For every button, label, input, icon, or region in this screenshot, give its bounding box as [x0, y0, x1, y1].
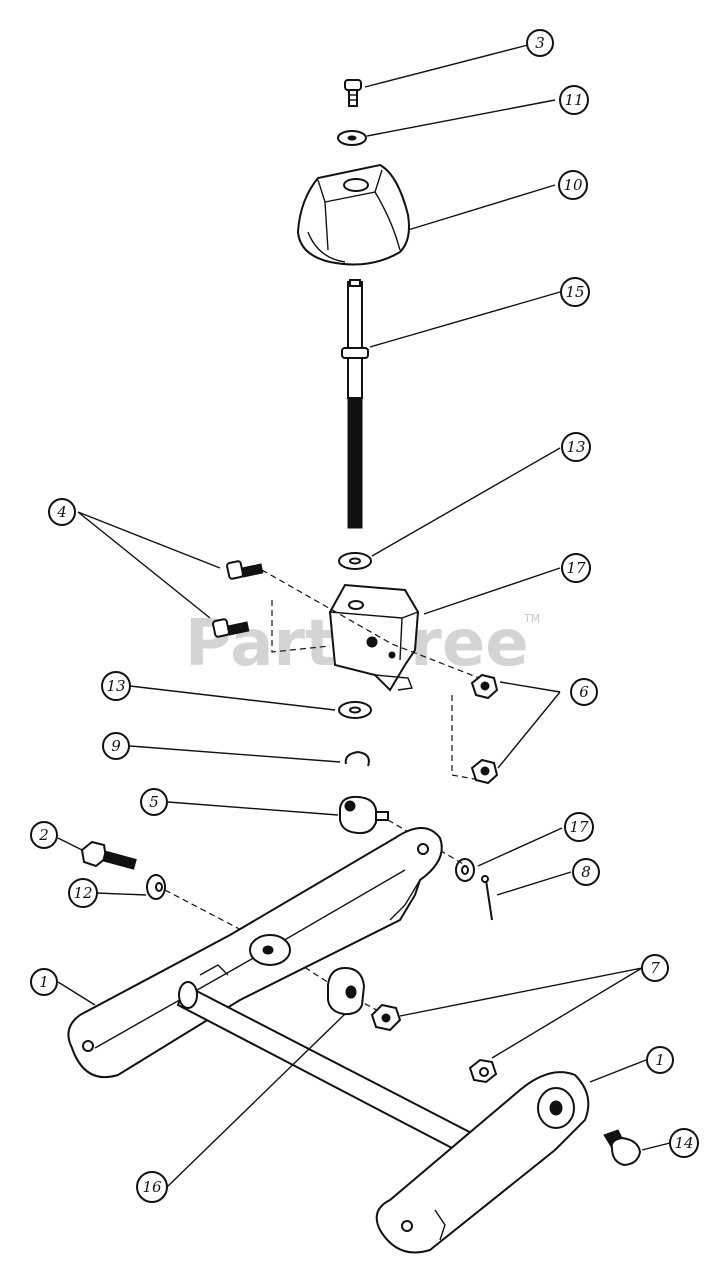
callout-3-label: 3: [535, 34, 545, 52]
part-4-bolts: [212, 560, 264, 638]
callout-1-upper-label: 1: [39, 973, 49, 991]
callout-14: 14: [669, 1128, 699, 1158]
callout-13-lower-label: 13: [106, 677, 125, 695]
callout-13-lower: 13: [101, 671, 131, 701]
part-3-bolt: [344, 79, 362, 107]
part-12-washer: [146, 874, 166, 900]
callout-2: 2: [30, 821, 58, 849]
part-1-lever-lower: [375, 1071, 590, 1254]
callout-10-label: 10: [563, 176, 583, 194]
callout-13-upper: 13: [561, 432, 591, 462]
leader-lines: [57, 44, 671, 1188]
part-2-bolt: [80, 840, 137, 870]
part-7-nuts: [370, 1003, 498, 1084]
callout-6: 6: [570, 678, 598, 706]
callout-1-lower: 1: [646, 1046, 674, 1074]
callout-16-label: 16: [142, 1178, 162, 1196]
part-6-nuts: [470, 673, 499, 785]
callout-15: 15: [560, 277, 590, 307]
part-1-lever-upper: [67, 827, 443, 1079]
callout-14-label: 14: [674, 1134, 693, 1152]
callout-17-upper-label: 17: [566, 559, 586, 577]
callout-9-label: 9: [111, 737, 121, 755]
callout-17-upper: 17: [561, 553, 591, 583]
callout-12-label: 12: [73, 884, 92, 902]
part-9-clip: [344, 750, 370, 767]
callout-15-label: 15: [565, 283, 584, 301]
callout-13-upper-label: 13: [566, 438, 585, 456]
part-15-shaft: [341, 279, 369, 529]
callout-16: 16: [136, 1171, 168, 1203]
callout-7-label: 7: [650, 959, 660, 977]
watermark-trademark: TM: [523, 612, 540, 625]
callout-11-label: 11: [564, 91, 583, 109]
callout-12: 12: [68, 878, 98, 908]
callout-3: 3: [526, 29, 554, 57]
part-5-block: [339, 795, 389, 835]
part-13-washer-lower: [338, 701, 372, 719]
callout-4-label: 4: [56, 503, 67, 521]
callout-17-lower-label: 17: [569, 818, 589, 836]
callout-2-label: 2: [38, 826, 49, 844]
callout-7: 7: [641, 954, 669, 982]
callout-9: 9: [102, 732, 130, 760]
part-11-washer: [337, 130, 367, 146]
callout-1-upper: 1: [30, 968, 58, 996]
part-16-spacer: [327, 966, 366, 1016]
callout-17-lower: 17: [564, 812, 594, 842]
part-8-pin: [481, 875, 493, 921]
part-17-washer-small: [455, 858, 475, 882]
callout-5: 5: [140, 788, 168, 816]
part-14-bolt: [603, 1129, 642, 1167]
part-13-washer-upper: [338, 552, 372, 570]
callout-10: 10: [558, 170, 588, 200]
callout-8-label: 8: [581, 863, 591, 881]
callout-4: 4: [48, 498, 76, 526]
part-10-housing: [296, 163, 410, 266]
callout-6-label: 6: [579, 683, 589, 701]
callout-5-label: 5: [149, 793, 159, 811]
callout-11: 11: [559, 85, 589, 115]
part-17-bracket: [328, 583, 420, 692]
callout-8: 8: [572, 858, 600, 886]
callout-1-lower-label: 1: [655, 1051, 665, 1069]
